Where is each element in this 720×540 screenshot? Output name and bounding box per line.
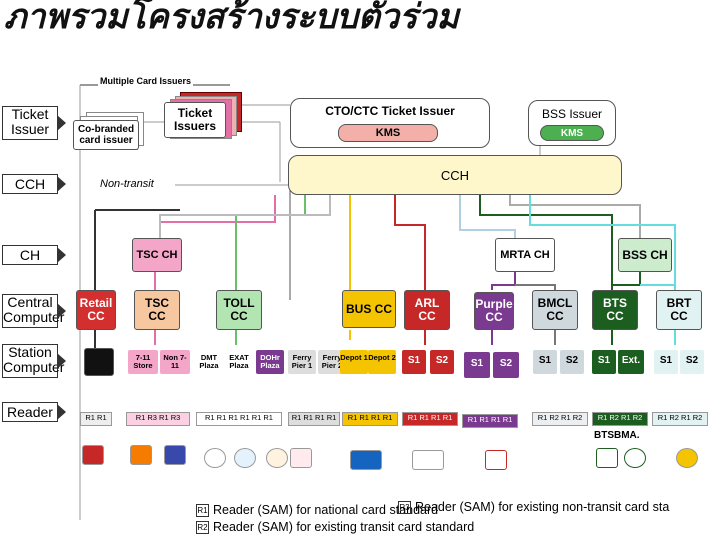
reader-bus: R1 R1 R1 R1 <box>342 412 398 426</box>
bss-issuer-label: BSS Issuer <box>541 107 603 121</box>
ticket-issuers: Ticket Issuers <box>164 102 226 138</box>
non-transit-label: Non-transit <box>98 178 156 190</box>
station-purple-s2: S2 <box>493 352 519 378</box>
row-label-station-computer: Station Computer <box>2 344 66 378</box>
station-bts-s1: S1 <box>592 350 616 374</box>
cto-ctc-label: CTO/CTC Ticket Issuer <box>325 104 455 118</box>
legend-r1: R1 Reader (SAM) for national card standar… <box>196 503 439 518</box>
toll-cc: TOLL CC <box>216 290 262 330</box>
tsc-ch: TSC CH <box>132 238 182 272</box>
krp-logo-icon <box>676 448 698 468</box>
exat-logo-icon <box>234 448 256 468</box>
row-label-ticket-issuer: Ticket Issuer <box>2 106 66 140</box>
row-label-reader: Reader <box>2 402 66 422</box>
bma-logo-icon <box>624 448 646 468</box>
row-label-ch: CH <box>2 245 66 265</box>
bmta-logo-icon <box>350 450 382 470</box>
station-bts-ext: Ext. <box>618 350 644 374</box>
station-brt-s2: S2 <box>680 350 704 374</box>
station-depot-2: Depot 2 <box>368 350 396 374</box>
dmt-logo-icon <box>204 448 226 468</box>
station-711-store: 7-11 Store <box>128 350 158 374</box>
bss-ch: BSS CH <box>618 238 672 272</box>
tsc-cc: TSC CC <box>134 290 180 330</box>
reader-retail: R1 R1 <box>80 412 112 426</box>
co-branded-card-issuer: Co-branded card issuer <box>73 120 139 150</box>
station-depot-1: Depot 1 <box>340 350 368 374</box>
legend-r3: R3 Reader (SAM) for existing non-transit … <box>398 500 670 515</box>
kms-bss: KMS <box>540 125 604 141</box>
station-non-711: Non 7-11 <box>160 350 190 374</box>
retail-station-block <box>84 348 114 376</box>
station-exat-plaza: EXAT Plaza <box>224 350 254 374</box>
bus-cc: BUS CC <box>342 290 396 328</box>
station-bmcl-s2: S2 <box>560 350 584 374</box>
station-arl-s2: S2 <box>430 350 454 374</box>
legend-r1-mark: R1 <box>196 504 209 518</box>
dohr-logo-icon <box>266 448 288 468</box>
brt-cc: BRT CC <box>656 290 702 330</box>
station-bmcl-s1: S1 <box>533 350 557 374</box>
mrta-logo-icon <box>485 450 507 470</box>
bts-cc: BTS CC <box>592 290 638 330</box>
reader-ferry: R1 R1 R1 R1 <box>288 412 340 426</box>
bts-logo-icon <box>596 448 618 468</box>
krungthai-logo-icon <box>412 450 444 470</box>
reader-purple: R1 R1 R1 R1 <box>462 414 518 428</box>
legend-r2-mark: R2 <box>196 521 209 535</box>
ferry-logo-icon <box>290 448 312 468</box>
mcdonalds-logo-icon <box>82 445 104 465</box>
legend-r2-text: Reader (SAM) for existing transit card s… <box>213 520 475 534</box>
reader-bmcl: R1 R2 R1 R2 <box>532 412 588 426</box>
legend-r1-text: Reader (SAM) for national card standard <box>213 503 439 517</box>
row-label-cch: CCH <box>2 174 66 194</box>
page-title: ภาพรวมโครงสร้างระบบตั๋วร่วม <box>4 0 459 36</box>
kms-cto: KMS <box>338 124 438 142</box>
reader-arl: R1 R1 R1 R1 <box>402 412 458 426</box>
reader-brt: R1 R2 R1 R2 <box>652 412 708 426</box>
purple-cc: Purple CC <box>474 292 514 330</box>
retail-logo-icon <box>164 445 186 465</box>
station-ferry-pier-1: Ferry Pier 1 <box>288 350 316 374</box>
reader-tsc: R1 R3 R1 R3 <box>126 412 190 426</box>
arl-cc: ARL CC <box>404 290 450 330</box>
station-brt-s1: S1 <box>654 350 678 374</box>
legend-r3-text: Reader (SAM) for existing non-transit ca… <box>415 500 670 514</box>
row-label-central-computer: Central Computer <box>2 294 66 328</box>
retail-cc: Retail CC <box>76 290 116 330</box>
reader-bts: R1 R2 R1 R2 <box>592 412 648 426</box>
station-dmt-plaza: DMT Plaza <box>196 350 222 374</box>
seven-eleven-logo-icon <box>130 445 152 465</box>
btsbma-label: BTSBMA. <box>594 430 640 441</box>
legend-r3-mark: R3 <box>398 501 411 515</box>
multiple-card-issuers-label: Multiple Card Issuers <box>98 76 194 86</box>
station-purple-s1: S1 <box>464 352 490 378</box>
cch-box: CCH <box>288 155 622 195</box>
bmcl-cc: BMCL CC <box>532 290 578 330</box>
mrta-ch: MRTA CH <box>495 238 555 272</box>
reader-toll: R1 R1 R1 R1 R1 R1 <box>196 412 282 426</box>
legend-r2: R2 Reader (SAM) for existing transit card… <box>196 520 475 535</box>
station-dohr-plaza: DOHr Plaza <box>256 350 284 374</box>
station-arl-s1: S1 <box>402 350 426 374</box>
